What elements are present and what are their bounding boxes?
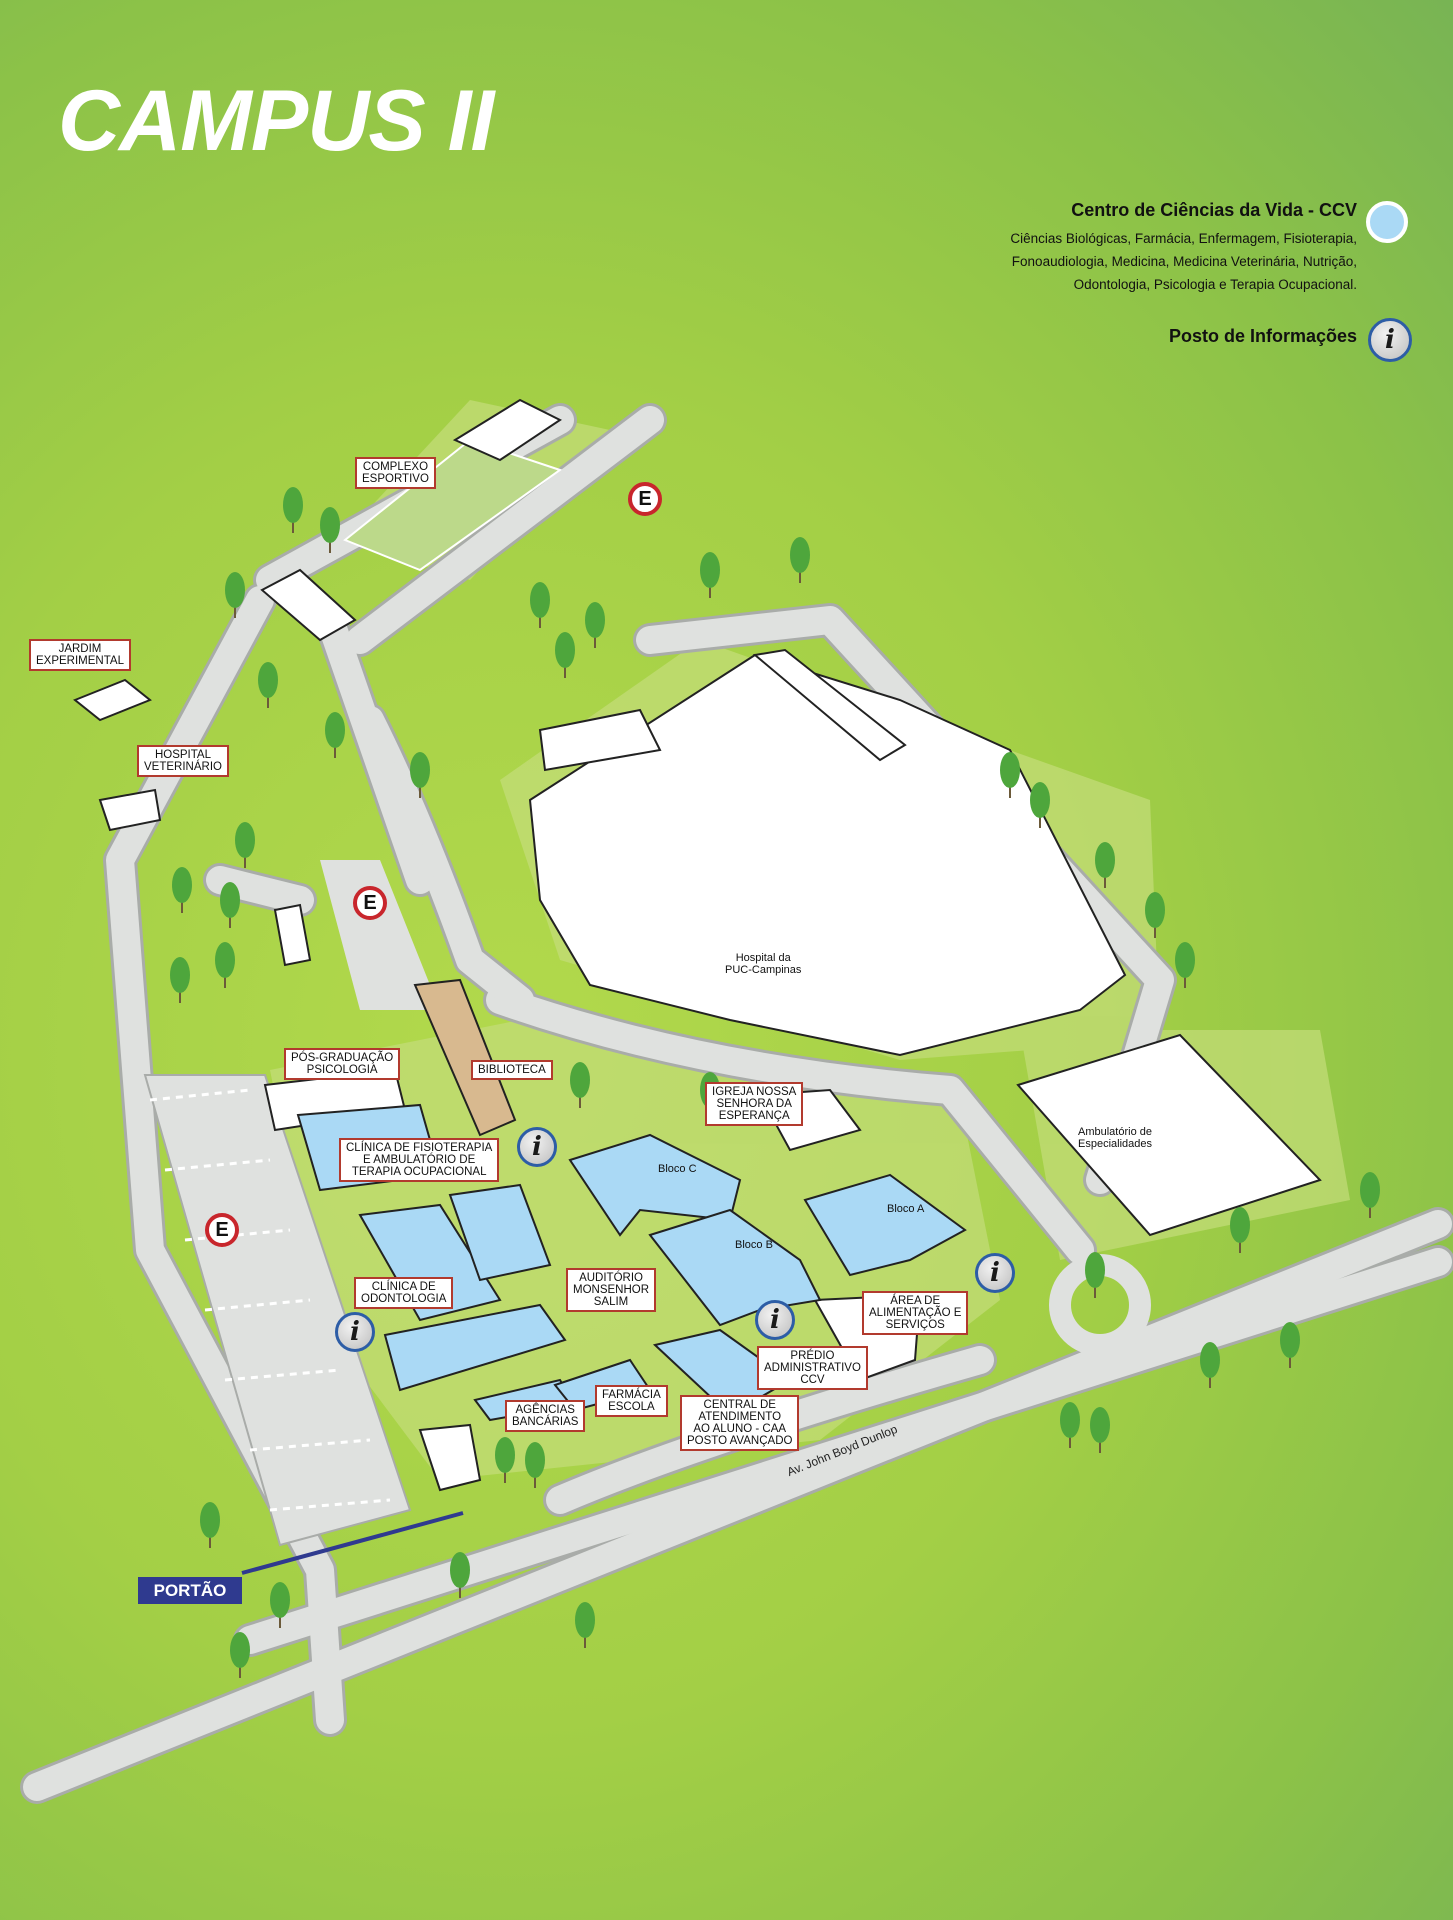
label-auditorio[interactable]: AUDITÓRIO MONSENHOR SALIM [566, 1268, 657, 1312]
tree-icon [585, 602, 605, 638]
parking-marker[interactable]: E [353, 886, 387, 920]
biblioteca-building [413, 978, 517, 1137]
label-pos-graduacao[interactable]: PÓS-GRADUAÇÃO PSICOLOGIA [284, 1048, 401, 1080]
tree-icon [570, 1062, 590, 1098]
legend-ccv-line: Fonoaudiologia, Medicina, Medicina Veter… [1011, 254, 1357, 269]
tree-icon [172, 867, 192, 903]
legend-ccv-title: Centro de Ciências da Vida - CCV [1071, 200, 1357, 220]
label-predio-administrativo[interactable]: PRÉDIO ADMINISTRATIVO CCV [757, 1346, 868, 1390]
info-icon: i [1368, 318, 1412, 362]
gate-label[interactable]: PORTÃO [138, 1577, 242, 1604]
legend-ccv: Centro de Ciências da Vida - CCV Ciência… [1010, 200, 1357, 296]
tree-icon [170, 957, 190, 993]
tree-icon [235, 822, 255, 858]
tree-icon [258, 662, 278, 698]
tree-icon [495, 1437, 515, 1473]
trees [170, 487, 1380, 1678]
tree-icon [790, 537, 810, 573]
tree-icon [1060, 1402, 1080, 1438]
label-area-alimentacao[interactable]: ÁREA DE ALIMENTAÇÃO E SERVIÇOS [862, 1291, 969, 1335]
tree-icon [1145, 892, 1165, 928]
tree-icon [270, 1582, 290, 1618]
legend-ccv-line: Odontologia, Psicologia e Terapia Ocupac… [1073, 277, 1357, 292]
tree-icon [575, 1602, 595, 1638]
legend-ccv-line: Ciências Biológicas, Farmácia, Enfermage… [1010, 231, 1357, 246]
label-central-atendimento[interactable]: CENTRAL DE ATENDIMENTO AO ALUNO - CAA PO… [680, 1395, 800, 1451]
info-point-marker[interactable]: i [755, 1300, 795, 1340]
tree-icon [700, 552, 720, 588]
map-title: CAMPUS II [58, 73, 494, 169]
parking-marker[interactable]: E [205, 1213, 239, 1247]
building-bloco-c[interactable]: Bloco C [658, 1163, 697, 1175]
tree-icon [1200, 1342, 1220, 1378]
info-point-marker[interactable]: i [335, 1312, 375, 1352]
tree-icon [1230, 1207, 1250, 1243]
label-agencias-bancarias[interactable]: AGÊNCIAS BANCÁRIAS [505, 1400, 586, 1432]
label-jardim-experimental[interactable]: JARDIM EXPERIMENTAL [29, 639, 131, 671]
tree-icon [555, 632, 575, 668]
legend-info-title: Posto de Informações [1168, 326, 1357, 346]
ambulatorio-building [1016, 1033, 1322, 1237]
tree-icon [450, 1552, 470, 1588]
label-complexo-esportivo[interactable]: COMPLEXO ESPORTIVO [355, 457, 436, 489]
tree-icon [320, 507, 340, 543]
info-point-marker[interactable]: i [517, 1127, 557, 1167]
bloco-b-building [648, 1208, 822, 1327]
tree-icon [1085, 1252, 1105, 1288]
tree-icon [1090, 1407, 1110, 1443]
building-bloco-b[interactable]: Bloco B [735, 1239, 773, 1251]
tree-icon [325, 712, 345, 748]
label-clinica-fisioterapia[interactable]: CLÍNICA DE FISIOTERAPIA E AMBULATÓRIO DE… [339, 1138, 500, 1182]
label-clinica-odontologia[interactable]: CLÍNICA DE ODONTOLOGIA [354, 1277, 454, 1309]
parking-marker[interactable]: E [628, 482, 662, 516]
tree-icon [410, 752, 430, 788]
hospital-building [528, 653, 1127, 1057]
tree-icon [1175, 942, 1195, 978]
tree-icon [530, 582, 550, 618]
tree-icon [1030, 782, 1050, 818]
tree-icon [225, 572, 245, 608]
ccv-color-swatch [1366, 201, 1408, 243]
tree-icon [230, 1632, 250, 1668]
tree-icon [215, 942, 235, 978]
label-hospital-veterinario[interactable]: HOSPITAL VETERINÁRIO [137, 745, 229, 777]
info-point-marker[interactable]: i [975, 1253, 1015, 1293]
building-hospital-puc[interactable]: Hospital da PUC-Campinas [725, 952, 802, 976]
tree-icon [200, 1502, 220, 1538]
tree-icon [1000, 752, 1020, 788]
tree-icon [525, 1442, 545, 1478]
label-igreja[interactable]: IGREJA NOSSA SENHORA DA ESPERANÇA [705, 1082, 804, 1126]
tree-icon [1280, 1322, 1300, 1358]
bloco-a-building [803, 1173, 967, 1277]
ccv-buildings [296, 1103, 967, 1422]
gate-line [241, 1511, 464, 1575]
label-farmacia-escola[interactable]: FARMÁCIA ESCOLA [595, 1385, 668, 1417]
tree-icon [1360, 1172, 1380, 1208]
tree-icon [283, 487, 303, 523]
label-biblioteca[interactable]: BIBLIOTECA [471, 1060, 553, 1080]
building-bloco-a[interactable]: Bloco A [887, 1203, 925, 1215]
parking-lots [143, 860, 440, 1547]
tree-icon [220, 882, 240, 918]
building-ambulatorio[interactable]: Ambulatório de Especialidades [1078, 1126, 1152, 1150]
tree-icon [1095, 842, 1115, 878]
